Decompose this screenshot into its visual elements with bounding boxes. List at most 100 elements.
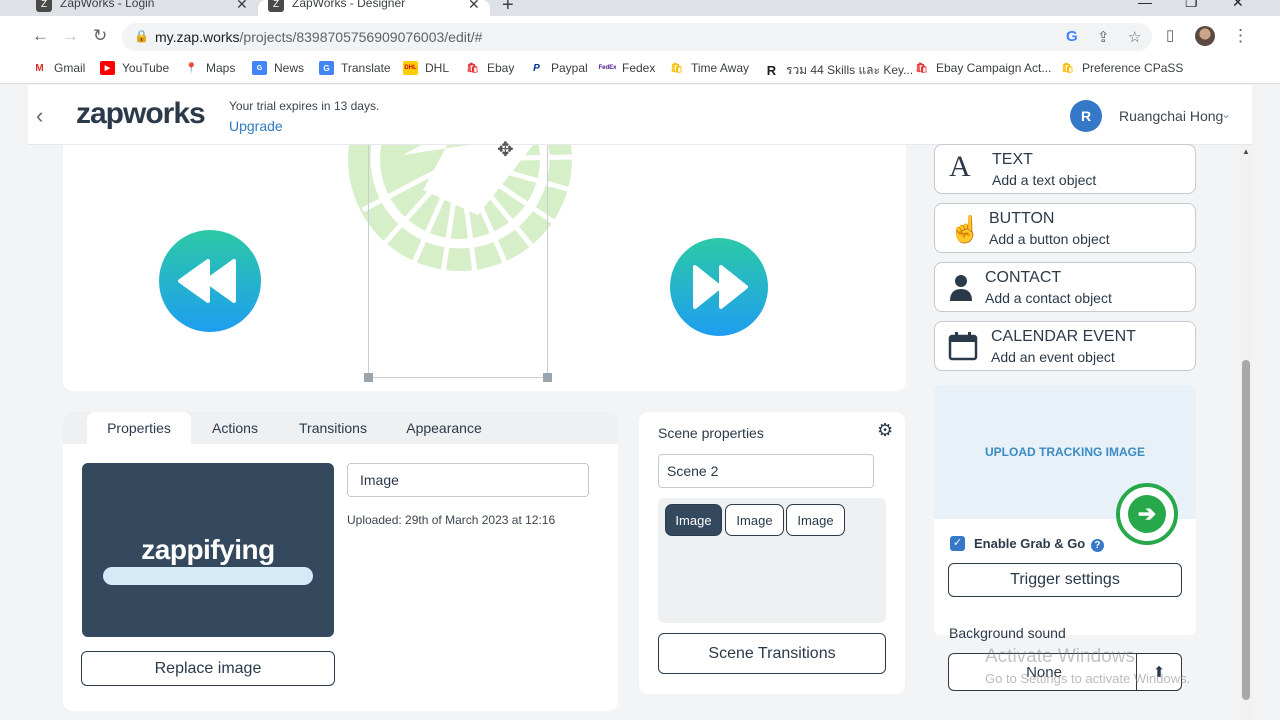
scene-object-chip[interactable]: Image <box>725 504 784 536</box>
resize-handle[interactable] <box>364 373 373 382</box>
new-tab-button[interactable]: + <box>502 0 514 16</box>
upload-icon[interactable]: ⬆ <box>1136 654 1181 690</box>
fast-forward-button-image[interactable] <box>670 238 768 336</box>
r-icon: R <box>766 63 777 78</box>
browser-menu-icon[interactable]: ⋮ <box>1232 26 1249 45</box>
maximize-icon[interactable]: ❐ <box>1185 0 1198 10</box>
bookmark-maps[interactable]: 📍Maps <box>184 61 235 75</box>
scroll-up-icon[interactable]: ▲ <box>1242 147 1250 156</box>
bookmark-star-icon[interactable]: ☆ <box>1128 29 1142 46</box>
add-calendar-tool[interactable]: CALENDAR EVENT Add an event object <box>934 321 1196 371</box>
bookmark-label: YouTube <box>122 61 170 75</box>
grab-go-checkbox[interactable]: ✓ <box>950 536 965 551</box>
properties-tabs: Properties Actions Transitions Appearanc… <box>63 412 618 444</box>
trial-notice: Your trial expires in 13 days. <box>229 99 380 113</box>
close-window-icon[interactable]: ✕ <box>1232 0 1244 10</box>
reload-icon[interactable]: ↻ <box>93 26 108 45</box>
add-contact-tool[interactable]: CONTACT Add a contact object <box>934 262 1196 312</box>
bookmark-fedex[interactable]: FedEx Fedex <box>598 61 656 75</box>
scene-object-chip[interactable]: Image <box>786 504 845 536</box>
zapworks-logo[interactable]: zapworks <box>76 97 206 130</box>
scene-panel: Scene properties ⚙ Scene 2 Image Image I… <box>639 412 905 694</box>
bookmark-ebay[interactable]: 🛍 Ebay <box>465 61 514 75</box>
background-sound-select[interactable]: None ⬆ <box>948 653 1182 691</box>
tab-actions[interactable]: Actions <box>212 420 258 436</box>
chevron-down-icon[interactable]: ⌄ <box>1221 107 1232 121</box>
avatar[interactable]: R <box>1070 100 1102 132</box>
address-bar[interactable]: 🔒 my.zap.works/projects/8398705756909076… <box>122 23 1152 51</box>
gear-icon[interactable]: ⚙ <box>877 420 894 440</box>
bookmark-label: Fedex <box>622 61 656 75</box>
tool-name: TEXT <box>992 151 1033 168</box>
trigger-settings-button[interactable]: Trigger settings <box>948 563 1182 597</box>
share-icon[interactable]: ⇪ <box>1097 29 1110 46</box>
browser-tab-title: ZapWorks - Login <box>60 0 155 10</box>
upload-tracking-label[interactable]: UPLOAD TRACKING IMAGE <box>985 445 1145 459</box>
bookmark-youtube[interactable]: ▶YouTube <box>100 61 169 75</box>
scene-object-chip[interactable]: Image <box>665 504 722 536</box>
minimize-icon[interactable]: — <box>1138 0 1152 10</box>
help-icon[interactable]: ? <box>1090 539 1104 552</box>
properties-panel: Properties Actions Transitions Appearanc… <box>63 412 618 711</box>
thumbnail-text: zappifying <box>141 534 275 565</box>
canvas-graphics <box>159 145 768 336</box>
user-name[interactable]: Ruangchai Hong <box>1119 108 1224 124</box>
bookmark-ebay-campaign[interactable]: 🛍Ebay Campaign Act... <box>914 61 1051 75</box>
design-canvas[interactable]: ✥ <box>63 139 906 391</box>
close-tab-icon[interactable]: ✕ <box>468 0 480 12</box>
tool-description: Add a contact object <box>985 290 1112 306</box>
replace-image-button[interactable]: Replace image <box>81 651 335 686</box>
scene-transitions-button[interactable]: Scene Transitions <box>658 633 886 674</box>
resize-handle[interactable] <box>543 373 552 382</box>
upgrade-link[interactable]: Upgrade <box>229 118 283 134</box>
back-icon[interactable]: ← <box>32 26 49 45</box>
forward-icon[interactable]: → <box>62 26 79 45</box>
zap-arrow-icon: ➔ <box>1128 495 1166 533</box>
browser-profile-avatar[interactable] <box>1195 26 1215 46</box>
add-text-tool[interactable]: A TEXT Add a text object <box>934 144 1196 194</box>
browser-tab-strip: Z ZapWorks - Login ✕ Z ZapWorks - Design… <box>0 0 1280 16</box>
bookmark-label: Preference CPaSS <box>1082 61 1184 75</box>
bookmark-label: Gmail <box>54 61 86 75</box>
fedex-icon: FedEx <box>598 65 617 71</box>
bookmark-label: Ebay <box>487 61 515 75</box>
browser-tab-login[interactable]: Z ZapWorks - Login ✕ <box>36 0 254 16</box>
object-name-input[interactable]: Image <box>347 463 589 497</box>
bookmark-preference[interactable]: 🛍Preference CPaSS <box>1060 61 1183 75</box>
bookmark-time-away[interactable]: 🛍Time Away <box>669 61 749 75</box>
bag-icon: 🛍 <box>466 62 479 74</box>
side-panel-icon[interactable]: ▯ <box>1166 27 1175 44</box>
grab-go-label: Enable Grab & Go ? <box>974 536 1104 552</box>
back-chevron-icon[interactable]: ‹ <box>36 103 44 128</box>
google-icon[interactable]: G <box>1066 28 1078 45</box>
move-cursor-icon: ✥ <box>497 139 514 161</box>
tool-name: CONTACT <box>985 269 1062 286</box>
zapcode-image[interactable] <box>348 145 574 274</box>
scene-name-input[interactable]: Scene 2 <box>658 454 874 488</box>
bag-icon: 🛍 <box>670 62 683 74</box>
paypal-icon: P <box>533 62 540 74</box>
browser-tab-designer[interactable]: Z ZapWorks - Designer ✕ <box>258 0 490 16</box>
url-path: /projects/8398705756909076003/edit/# <box>239 29 483 45</box>
rewind-button-image[interactable] <box>159 230 261 332</box>
scene-object-list: Image Image Image <box>658 498 886 623</box>
tab-properties[interactable]: Properties <box>87 412 191 444</box>
tab-transitions[interactable]: Transitions <box>299 420 367 436</box>
tab-appearance[interactable]: Appearance <box>406 420 482 436</box>
scrollbar-thumb[interactable] <box>1242 360 1250 700</box>
background-sound-label: Background sound <box>949 625 1066 641</box>
close-tab-icon[interactable]: ✕ <box>236 0 248 12</box>
selection-box[interactable] <box>364 145 552 382</box>
zapworks-favicon: Z <box>268 0 284 12</box>
maps-icon: 📍 <box>185 62 198 74</box>
page-scrollbar[interactable]: ▲ <box>1240 145 1252 720</box>
add-button-tool[interactable]: ☝ BUTTON Add a button object <box>934 203 1196 253</box>
grab-go-text: Enable Grab & Go <box>974 536 1086 551</box>
